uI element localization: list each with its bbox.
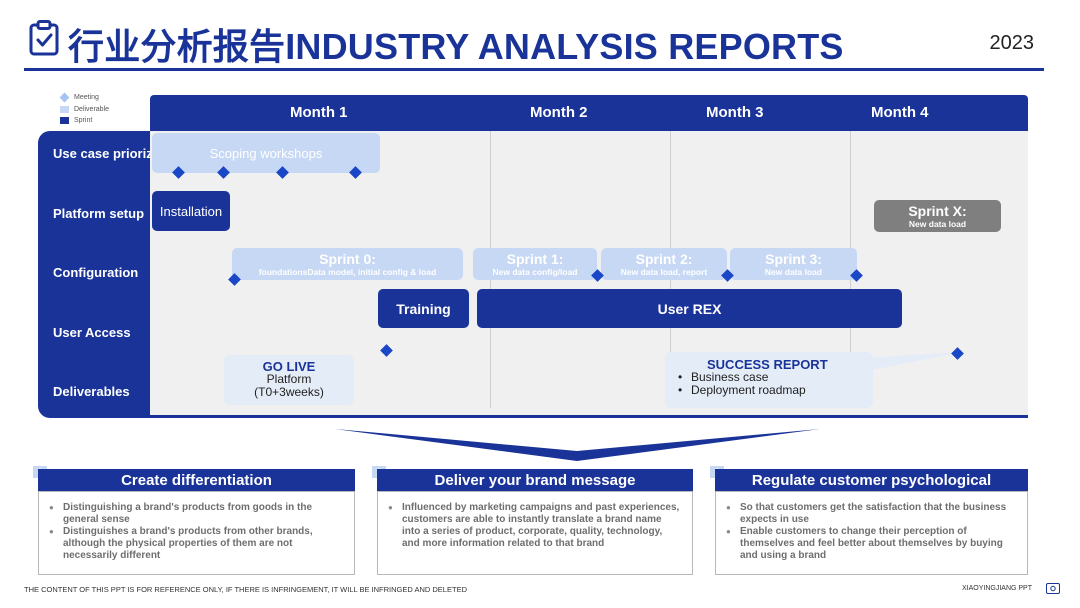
legend-deliverable: Deliverable [60,104,109,116]
scoping-workshops-label: Scoping workshops [209,145,323,161]
success-item: •Deployment roadmap [678,383,806,397]
sprint-2-subtitle: New data load, report [620,266,708,277]
success-report-title: SUCCESS REPORT [707,357,828,372]
card-3-title: Regulate customer psychological [715,469,1028,491]
sprint-1-title: Sprint 1: [506,250,564,267]
card-2-item: Influenced by marketing campaigns and pa… [388,502,680,550]
row-label-platform-setup: Platform setup [53,206,145,221]
sprint-0-subtitle: foundationsData model, initial config & … [258,266,437,277]
sprint-swatch [60,117,69,125]
legend-deliverable-label: Deliverable [74,105,110,113]
go-live-line-1: Platform [266,372,312,386]
installation-bar: Installation [152,191,230,231]
row-label-panel: Use case priorization Platform setup Con… [38,131,152,418]
month-header: Month 1 Month 2 Month 3 Month 4 [150,95,1028,131]
user-rex-bar: User REX [477,289,902,328]
success-item: •Business case [678,370,769,384]
sprint-1-bar: Sprint 1: New data config/load [473,248,597,280]
page-title: 行业分析报告INDUSTRY ANALYSIS REPORTS [68,26,844,67]
legend-sprint: Sprint [60,115,109,127]
down-chevron-arrow [335,429,820,461]
card-2-title: Deliver your brand message [377,469,693,491]
row-label-user-access: User Access [53,325,131,340]
scoping-workshops-bar: Scoping workshops [152,133,380,173]
success-report-callout: SUCCESS REPORT •Business case •Deploymen… [665,352,873,408]
row-label-deliverables: Deliverables [53,384,130,399]
ppt-logo-icon [1046,583,1060,594]
month-3-label: Month 3 [706,104,764,121]
year-label: 2023 [989,32,1035,54]
meeting-diamond-icon [59,92,70,103]
sprint-x-bar: Sprint X: New data load [874,200,1001,232]
sprint-0-title: Sprint 0: [319,250,376,267]
deliverable-swatch [60,105,69,113]
training-bar: Training [378,289,469,328]
go-live-callout: GO LIVE Platform (T0+3weeks) [224,355,354,405]
sprint-2-title: Sprint 2: [635,250,693,267]
sprint-3-bar: Sprint 3: New data load [730,248,857,280]
row-label-configuration: Configuration [53,265,139,280]
card-1-title: Create differentiation [38,469,355,491]
user-rex-label: User REX [657,300,722,317]
card-1-body: Distinguishing a brand's products from g… [38,491,355,575]
month-4-label: Month 4 [871,104,929,121]
card-2-body: Influenced by marketing campaigns and pa… [377,491,693,575]
legend-sprint-label: Sprint [74,117,93,124]
go-live-title: GO LIVE [262,359,316,374]
sprint-2-bar: Sprint 2: New data load, report [601,248,727,280]
clipboard-check-icon [29,20,59,56]
legend-meeting: Meeting [59,92,109,104]
month-2-label: Month 2 [530,104,588,121]
card-3-item: So that customers get the satisfaction t… [726,502,1015,526]
sprint-3-title: Sprint 3: [765,250,822,267]
sprint-x-title: Sprint X: [908,202,967,219]
legend-meeting-label: Meeting [74,94,99,101]
training-label: Training [396,300,451,317]
sprint-x-subtitle: New data load [908,218,967,229]
sprint-0-bar: Sprint 0: foundationsData model, initial… [232,248,463,280]
footer-brand: XIAOYINGJIANG PPT [961,585,1032,592]
card-1-item: Distinguishing a brand's products from g… [49,502,342,526]
title-divider [24,68,1044,71]
legend: Meeting Deliverable Sprint [59,92,109,127]
month-1-label: Month 1 [290,104,348,121]
card-1-item: Distinguishes a brand's products from ot… [49,526,342,562]
card-3-body: So that customers get the satisfaction t… [715,491,1028,575]
sprint-3-subtitle: New data load [764,266,823,277]
card-3-item: Enable customers to change their percept… [726,526,1015,562]
installation-label: Installation [159,203,223,219]
footer-disclaimer: THE CONTENT OF THIS PPT IS FOR REFERENCE… [24,585,467,594]
sprint-1-subtitle: New data config/load [492,266,578,277]
go-live-line-2: (T0+3weeks) [254,385,324,399]
success-report-pointer [862,352,962,372]
row-label-use-case: Use case priorization [53,146,152,161]
